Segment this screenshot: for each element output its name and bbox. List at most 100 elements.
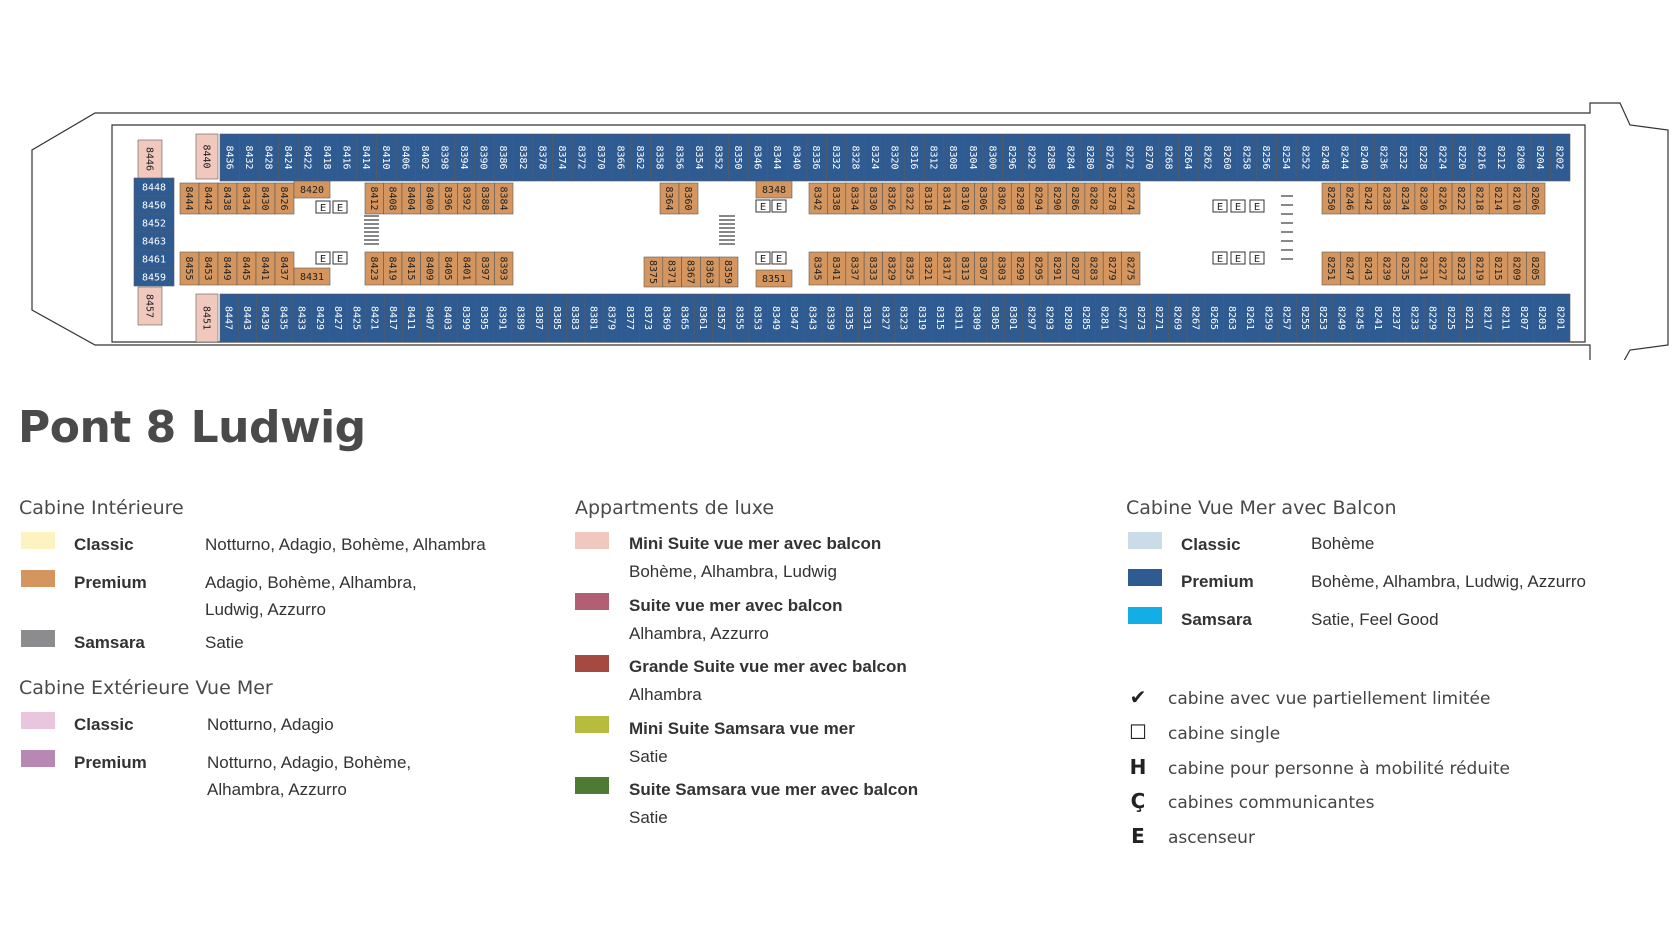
cabin-8446 [137, 139, 163, 179]
cabin-number-8339: 8339 [825, 306, 836, 330]
cabin-number-8269: 8269 [1171, 306, 1182, 330]
cabin-number-8419: 8419 [386, 256, 397, 280]
cabin-number-8403: 8403 [442, 306, 453, 330]
label-luxe-mini-suite: Mini Suite vue mer avec balcon [629, 534, 882, 553]
cabin-number-8421: 8421 [369, 306, 380, 330]
cabin-number-8367: 8367 [685, 260, 696, 284]
cabin-number-8340: 8340 [791, 145, 802, 169]
cabin-number-8312: 8312 [928, 145, 939, 169]
cabin-number-8273: 8273 [1135, 306, 1146, 330]
cabin-number-8235: 8235 [1399, 256, 1410, 280]
cabin-number-8286: 8286 [1069, 186, 1080, 210]
cabin-number-8294: 8294 [1032, 186, 1043, 210]
swatch-balcon-classic [1128, 532, 1162, 549]
cabin-number-8389: 8389 [515, 306, 526, 330]
cabin-number-8359: 8359 [722, 260, 733, 284]
cabin-number-8425: 8425 [350, 306, 361, 330]
swatch-interieure-classic [21, 532, 55, 549]
cabin-8360 [678, 182, 699, 215]
cabin-number-8436: 8436 [223, 145, 234, 169]
cabin-8393 [494, 251, 514, 286]
cabin-number-8356: 8356 [673, 145, 684, 169]
cabin-number-8255: 8255 [1299, 306, 1310, 330]
cabin-number-8439: 8439 [259, 306, 270, 330]
cabin-number-8245: 8245 [1354, 306, 1365, 330]
cabin-8202 [1550, 133, 1571, 182]
cabin-number-8277: 8277 [1117, 306, 1128, 330]
cabin-number-8221: 8221 [1463, 306, 1474, 330]
cabin-number-8250: 8250 [1325, 186, 1336, 210]
hull-inner [111, 124, 1586, 343]
label-balcon-premium: Premium [1181, 572, 1254, 591]
cabin-8351 [755, 269, 793, 288]
elevator-box [1212, 251, 1228, 265]
cabin-number-8373: 8373 [642, 306, 653, 330]
label-luxe-suite-samsara: Suite Samsara vue mer avec balcon [629, 780, 919, 799]
elevator-mark: E [760, 254, 766, 265]
cabin-number-8287: 8287 [1069, 256, 1080, 280]
connecting-icon: Ç [1130, 789, 1146, 813]
cabin-number-8204: 8204 [1534, 145, 1545, 169]
cabin-number-8326: 8326 [885, 186, 896, 210]
cabin-number-8445: 8445 [240, 256, 251, 280]
cabin-number-8282: 8282 [1088, 186, 1099, 210]
cabin-number-8396: 8396 [442, 186, 453, 210]
cabin-number-8321: 8321 [922, 256, 933, 280]
elevator-mark: E [1254, 254, 1260, 265]
cabin-number-8275: 8275 [1124, 256, 1135, 280]
cabin-number-8404: 8404 [405, 186, 416, 210]
swatch-interieure-premium [21, 570, 55, 587]
desc-balcon-classic: Bohème [1311, 534, 1375, 553]
cabin-number-8455: 8455 [183, 256, 194, 280]
cabin-8201 [1551, 293, 1571, 343]
cabin-number-8448: 8448 [142, 183, 166, 194]
swatch-exterieure-premium [21, 750, 55, 767]
cabin-number-8426: 8426 [278, 186, 289, 210]
swatch-balcon-premium [1128, 569, 1162, 586]
cabin-number-8424: 8424 [282, 145, 293, 169]
cabin-number-8272: 8272 [1123, 145, 1134, 169]
desc-interieure-premium-2: Ludwig, Azzurro [205, 600, 326, 619]
cabin-number-8432: 8432 [243, 145, 254, 169]
cabin-number-8242: 8242 [1362, 186, 1373, 210]
cabin-number-8217: 8217 [1481, 306, 1492, 330]
cabin-number-8401: 8401 [460, 256, 471, 280]
cabin-number-8256: 8256 [1260, 145, 1271, 169]
cabin-number-8385: 8385 [551, 306, 562, 330]
cabin-number-8433: 8433 [296, 306, 307, 330]
cabin-number-8457: 8457 [144, 294, 155, 318]
cabin-number-8246: 8246 [1343, 186, 1354, 210]
cabin-number-8461: 8461 [142, 255, 166, 266]
check-icon: ✔ [1129, 685, 1147, 709]
cabin-number-8318: 8318 [922, 186, 933, 210]
cabin-number-8444: 8444 [183, 186, 194, 210]
cabin-number-8402: 8402 [419, 145, 430, 169]
cabin-number-8271: 8271 [1153, 306, 1164, 330]
cabin-number-8216: 8216 [1475, 145, 1486, 169]
symbol-text-h: cabine pour personne à mobilité réduite [1168, 759, 1510, 779]
cabin-number-8443: 8443 [241, 306, 252, 330]
cabin-number-8212: 8212 [1495, 145, 1506, 169]
elevator-mark: E [1217, 254, 1223, 265]
e-icon: E [1131, 824, 1145, 848]
cabin-number-8239: 8239 [1381, 256, 1392, 280]
swatch-luxe-mini-suite [575, 532, 609, 549]
cabin-number-8431: 8431 [300, 272, 324, 283]
section-title-interieure: Cabine Intérieure [19, 497, 184, 519]
elevator-box [1230, 251, 1246, 265]
elevator-box [315, 251, 331, 265]
cabin-number-8201: 8201 [1554, 306, 1565, 330]
elevator-mark: E [1235, 254, 1241, 265]
section-title-exterieure: Cabine Extérieure Vue Mer [19, 677, 273, 699]
cabin-number-8247: 8247 [1343, 256, 1354, 280]
cabin-number-8446: 8446 [144, 147, 155, 171]
cabin-number-8415: 8415 [405, 256, 416, 280]
elevator-box [771, 199, 787, 213]
desc-balcon-premium: Bohème, Alhambra, Ludwig, Azzurro [1311, 572, 1586, 591]
cabin-number-8330: 8330 [867, 186, 878, 210]
cabin-number-8285: 8285 [1080, 306, 1091, 330]
cabin-number-8427: 8427 [332, 306, 343, 330]
cabin-number-8452: 8452 [142, 219, 166, 230]
cabin-number-8362: 8362 [634, 145, 645, 169]
cabin-number-8228: 8228 [1417, 145, 1428, 169]
